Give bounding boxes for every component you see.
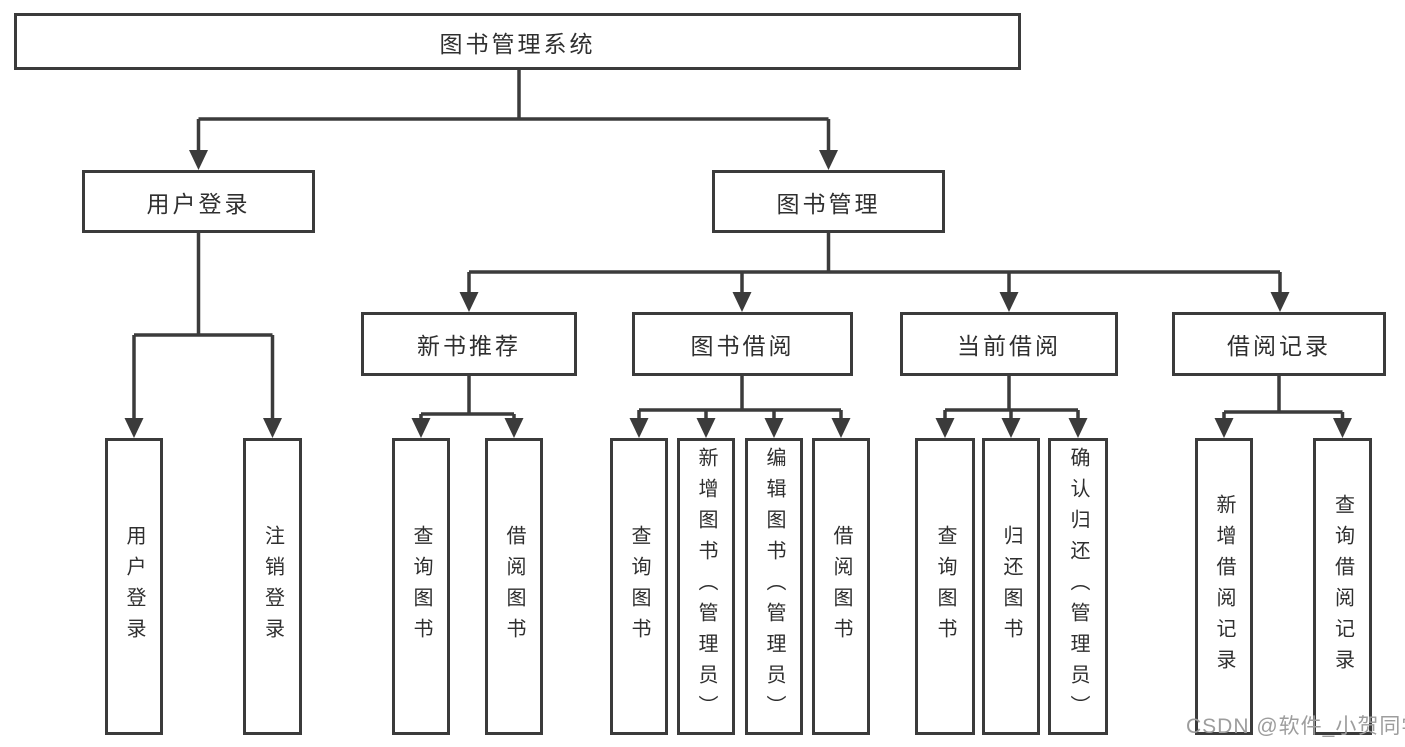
leaf-add-book-admin: 新增图书（管理员） [677,438,735,735]
leaf-query-books-current: 查询图书 [915,438,975,735]
leaf-add-borrow-record: 新增借阅记录 [1195,438,1253,735]
node-library-system: 图书管理系统 [14,13,1021,70]
node-current-borrowing: 当前借阅 [900,312,1118,376]
leaf-logout: 注销登录 [243,438,302,735]
watermark: CSDN @软件_小贺同学 [1186,715,1405,738]
leaf-query-books-borrowing: 查询图书 [610,438,668,735]
leaf-confirm-return-admin: 确认归还（管理员） [1048,438,1108,735]
leaf-return-books: 归还图书 [982,438,1040,735]
node-book-management: 图书管理 [712,170,945,233]
leaf-borrow-books-recommend: 借阅图书 [485,438,543,735]
leaf-borrow-books-borrowing: 借阅图书 [812,438,870,735]
leaf-query-borrow-record: 查询借阅记录 [1313,438,1372,735]
node-new-book-recommend: 新书推荐 [361,312,577,376]
leaf-user-login: 用户登录 [105,438,163,735]
leaf-query-books-recommend: 查询图书 [392,438,450,735]
node-borrowing-records: 借阅记录 [1172,312,1386,376]
leaf-edit-book-admin: 编辑图书（管理员） [745,438,803,735]
node-user-login: 用户登录 [82,170,315,233]
node-book-borrowing: 图书借阅 [632,312,853,376]
